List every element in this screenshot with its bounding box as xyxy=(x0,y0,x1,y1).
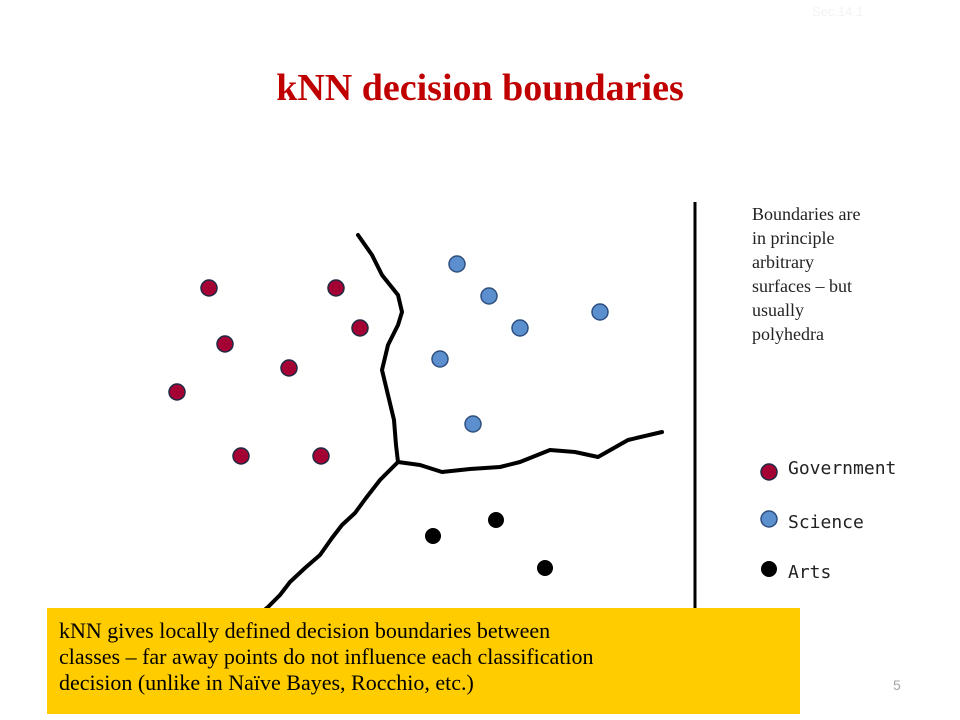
science-point xyxy=(591,303,609,321)
government-point xyxy=(216,335,234,353)
callout-box: kNN gives locally defined decision bound… xyxy=(47,608,800,714)
note-line: Boundaries are xyxy=(752,204,861,224)
note-line: arbitrary xyxy=(752,252,814,272)
arts-point xyxy=(488,512,504,528)
note-line: usually xyxy=(752,300,804,320)
page-number: 5 xyxy=(893,677,901,693)
callout-line: kNN gives locally defined decision bound… xyxy=(59,618,551,643)
callout-line: decision (unlike in Naïve Bayes, Rocchio… xyxy=(59,670,474,695)
legend-marker-government xyxy=(760,463,778,481)
science-points xyxy=(431,255,609,433)
science-point xyxy=(448,255,466,273)
slide-title: kNN decision boundaries xyxy=(276,67,684,109)
government-point xyxy=(351,319,369,337)
science-point xyxy=(480,287,498,305)
legend-label-science: Science xyxy=(788,512,864,533)
arts-point xyxy=(425,528,441,544)
boundary-note: Boundaries are in principle arbitrary su… xyxy=(752,202,922,346)
arts-point xyxy=(537,560,553,576)
legend-marker-arts xyxy=(761,561,777,577)
government-points xyxy=(168,279,369,465)
boundary-government-science xyxy=(356,233,404,464)
government-point xyxy=(312,447,330,465)
callout-line: classes – far away points do not influen… xyxy=(59,644,594,669)
government-point xyxy=(327,279,345,297)
science-point xyxy=(511,319,529,337)
boundary-government-arts xyxy=(260,460,400,614)
note-line: in principle xyxy=(752,228,835,248)
note-line: polyhedra xyxy=(752,324,824,344)
government-point xyxy=(280,359,298,377)
government-point xyxy=(232,447,250,465)
government-point xyxy=(168,383,186,401)
legend-marker-science xyxy=(760,510,778,528)
section-tag: Sec.14.1 xyxy=(812,4,864,19)
legend-label-arts: Arts xyxy=(788,562,832,583)
government-point xyxy=(200,279,218,297)
science-point xyxy=(431,350,449,368)
legend-label-government: Government xyxy=(788,458,897,479)
note-line: surfaces – but xyxy=(752,276,852,296)
boundary-science-arts xyxy=(396,430,664,474)
arts-points xyxy=(425,512,553,576)
science-point xyxy=(464,415,482,433)
